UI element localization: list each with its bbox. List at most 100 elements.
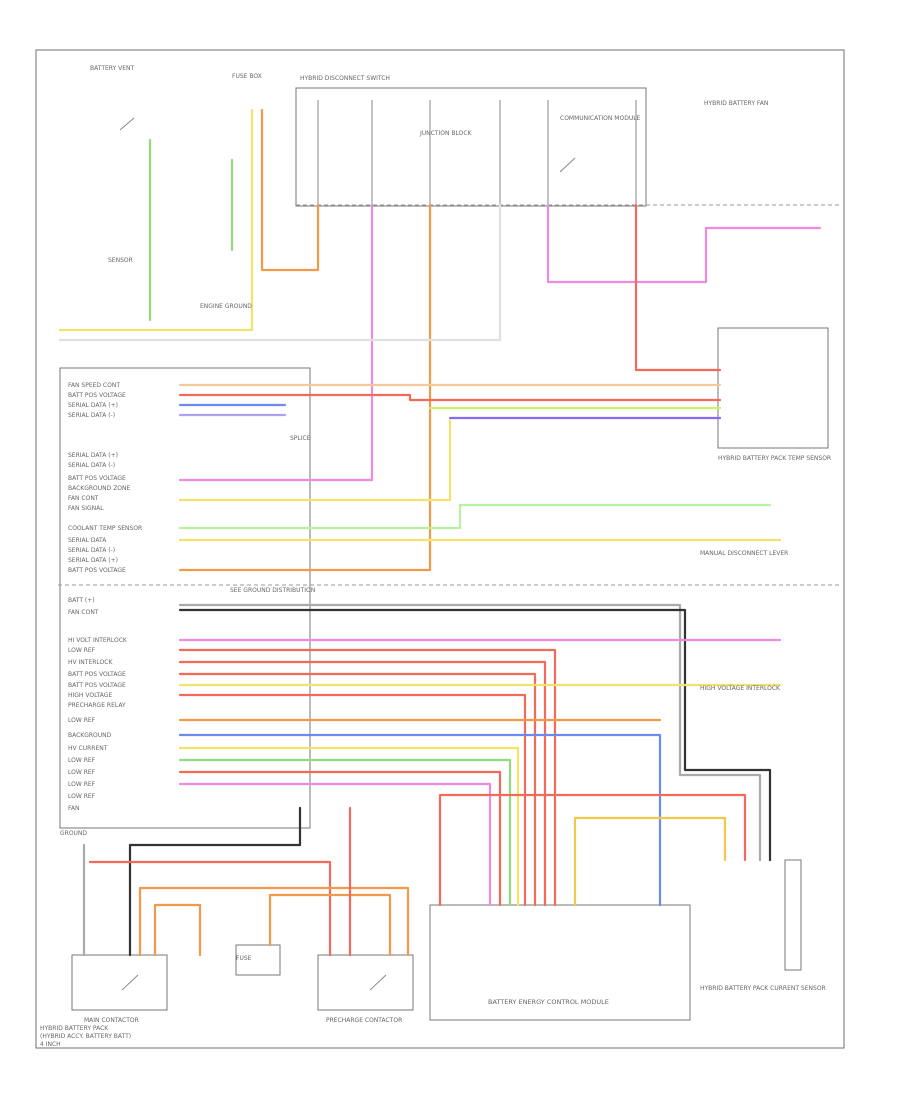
ground-label: GROUND [60,830,87,837]
wire-red-6 [178,693,527,907]
main-contactor-box [71,954,168,1011]
pin-label: BACKGROUND ZONE [68,485,131,492]
pin-label: HI VOLT INTERLOCK [68,637,128,644]
wire-black-2 [128,806,302,957]
vent-switch [119,117,135,131]
becm-box [429,904,691,1021]
dist-note-label: SEE GROUND DISTRIBUTION [230,587,315,594]
precharge-contactor-switch [369,974,387,991]
becm-label: BATTERY ENERGY CONTROL MODULE [488,998,609,1006]
wire-gray-2 [178,603,762,862]
battery-vent-label: BATTERY VENT [90,65,135,72]
wire-red-2 [178,393,722,402]
pin-label: FAN SPEED CONT [68,382,120,389]
right-connector-box [717,327,829,449]
left-module-box [59,367,311,829]
pin-label: BATT POS VOLTAGE [68,567,126,574]
pin-label: BATT POS VOLTAGE [68,682,126,689]
pin-label: SERIAL DATA (+) [68,557,118,564]
wire-green-4 [178,758,512,907]
fuse-box-label: FUSE BOX [232,73,262,80]
wire-yellow-2 [178,418,452,502]
wire-red-7 [178,770,502,907]
pin-label: BATT POS VOLTAGE [68,392,126,399]
wire-orange-6 [268,893,392,957]
pin-label: SERIAL DATA (+) [68,452,118,459]
pin-label: HIGH VOLTAGE [68,692,112,699]
pin-label: BATT (+) [68,597,95,604]
precharge-contactor-box [317,954,414,1011]
wire-red-3 [178,648,557,907]
wire-pink-4 [178,782,492,907]
manual-disconnect-label: MANUAL DISCONNECT LEVER [700,550,788,557]
pin-label: FAN [68,805,80,812]
pin-label: HV CURRENT [68,745,108,752]
hv-fan-label: HYBRID BATTERY FAN [704,100,768,107]
footer-line-3: 4 INCH [40,1041,61,1048]
pin-label-group: FAN SPEED CONT BATT POS VOLTAGE SERIAL DAT… [68,382,142,812]
wire-pink-1 [178,203,374,482]
wire-red-4 [178,660,547,907]
footer-line-1: HYBRID BATTERY PACK [40,1025,109,1032]
pin-label: LOW REF [68,647,96,654]
pin-label: SERIAL DATA [68,537,107,544]
wire-yellow-5 [178,746,520,907]
wire-group [58,108,822,957]
pin-label: FAN SIGNAL [68,505,104,512]
wire-orange-4 [138,886,410,957]
wire-red-5 [178,672,537,907]
wire-gray-1 [58,203,502,342]
wire-blue-2 [178,733,662,907]
pin-label: LOW REF [68,757,96,764]
splice-label: SPLICE [290,435,311,442]
pin-label: SERIAL DATA (-) [68,547,115,554]
pin-label: LOW REF [68,717,96,724]
wire-black-1 [178,608,772,862]
pin-label: FAN CONT [68,609,99,616]
switch-symbols [119,117,576,991]
main-contactor-label: MAIN CONTACTOR [84,1017,139,1024]
pin-label: BATT POS VOLTAGE [68,475,126,482]
fuse-label: FUSE [236,955,252,962]
pin-label: HV INTERLOCK [68,659,113,666]
diagram-frame [35,49,845,1049]
hv-interlock-label: HIGH VOLTAGE INTERLOCK [700,685,781,692]
hv-disconnect-label: HYBRID DISCONNECT SWITCH [300,75,390,82]
pin-label: SERIAL DATA (-) [68,412,115,419]
wire-red-9 [88,860,332,957]
comm-module-label: COMMUNICATION MODULE [560,115,641,122]
engine-ground-label: ENGINE GROUND [200,303,252,310]
wire-red-1 [634,203,722,372]
pin-label: SERIAL DATA (+) [68,402,118,409]
fuse-box [235,944,281,976]
pin-label: LOW REF [68,769,96,776]
temp-sensor-label: HYBRID BATTERY PACK TEMP SENSOR [718,455,831,462]
pin-label: LOW REF [68,781,96,788]
pin-label: FAN CONT [68,495,99,502]
wire-yellow-1 [58,108,254,332]
top-module-switch [559,157,576,173]
wire-orange-2 [178,203,432,572]
wire-red-8 [438,793,747,907]
pin-label: COOLANT TEMP SENSOR [68,525,142,532]
pin-label: SERIAL DATA (-) [68,462,115,469]
junction-block-label: JUNCTION BLOCK [419,130,473,137]
sensor-label: SENSOR [108,257,133,264]
pin-label: BACKGROUND [68,732,112,739]
pin-label: BATT POS VOLTAGE [68,671,126,678]
footer-line-2: (HYBRID ACCY. BATTERY BATT) [40,1033,131,1040]
wire-gold-1 [573,816,727,907]
top-module-box [295,87,647,207]
wire-green-3 [178,503,772,530]
current-sensor-label: HYBRID BATTERY PACK CURRENT SENSOR [700,985,826,992]
main-contactor-switch [121,974,139,991]
wire-orange-5 [153,903,202,957]
precharge-contactor-label: PRECHARGE CONTACTOR [326,1017,402,1024]
current-sensor-bar [784,859,802,971]
pin-label: PRECHARGE RELAY [68,702,126,709]
wire-orange-1 [260,108,320,272]
pin-label: LOW REF [68,793,96,800]
wire-pink-2 [546,203,822,284]
